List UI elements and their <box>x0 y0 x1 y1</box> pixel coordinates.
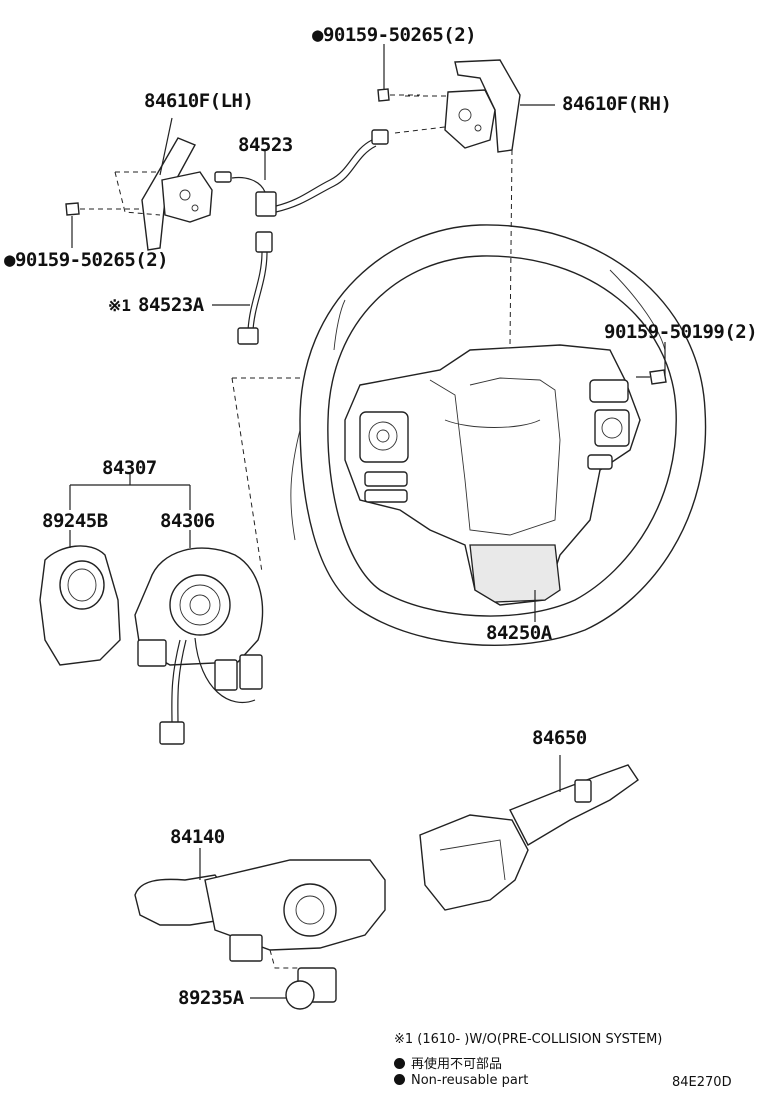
note-non-reusable-en-text: Non-reusable part <box>411 1073 529 1088</box>
note-precollision: ※1 (1610- )W/O(PRE-COLLISION SYSTEM) <box>394 1032 663 1047</box>
assembly-bracket <box>69 472 191 510</box>
steering-wheel <box>290 224 707 646</box>
label-paddle-rh: 84610F(RH) <box>562 93 672 115</box>
turn-switch <box>134 848 386 962</box>
note-non-reusable-jp: 再使用不可部品 <box>394 1053 502 1072</box>
label-bolt-rh: ●90159-50265(2) <box>312 24 477 46</box>
label-harness-a: 84523A <box>138 294 204 316</box>
paddle-rh <box>377 44 555 346</box>
label-paddle-lh: 84610F(LH) <box>144 90 254 112</box>
label-clock-cover: 89245B <box>42 510 108 532</box>
clock-cover <box>39 530 121 666</box>
label-wheel: 84250A <box>486 622 552 644</box>
diagram-code: 84E270D <box>672 1075 732 1090</box>
note-non-reusable-en: Non-reusable part <box>394 1073 528 1088</box>
note-non-reusable-jp-text: 再使用不可部品 <box>411 1057 503 1072</box>
label-wiper-switch: 84650 <box>532 727 587 749</box>
bullet-icon <box>394 1074 405 1085</box>
label-harness: 84523 <box>238 134 293 156</box>
label-harness-a-mark: ※1 <box>108 296 132 315</box>
spiral-cable <box>134 377 300 745</box>
steering-sensor <box>250 949 337 1010</box>
harness-84523 <box>214 129 389 217</box>
label-turn-switch: 84140 <box>170 826 225 848</box>
harness-84523a <box>212 231 273 345</box>
label-sensor: 89235A <box>178 987 244 1009</box>
wiper-switch <box>419 755 639 911</box>
label-spiral-cable: 84306 <box>160 510 215 532</box>
paddle-lh <box>65 117 213 251</box>
label-bolt-lh: ●90159-50265(2) <box>4 249 169 271</box>
bullet-icon <box>394 1058 405 1069</box>
label-bolt-wheel: 90159-50199(2) <box>604 321 758 343</box>
label-clock-assy: 84307 <box>102 457 157 479</box>
